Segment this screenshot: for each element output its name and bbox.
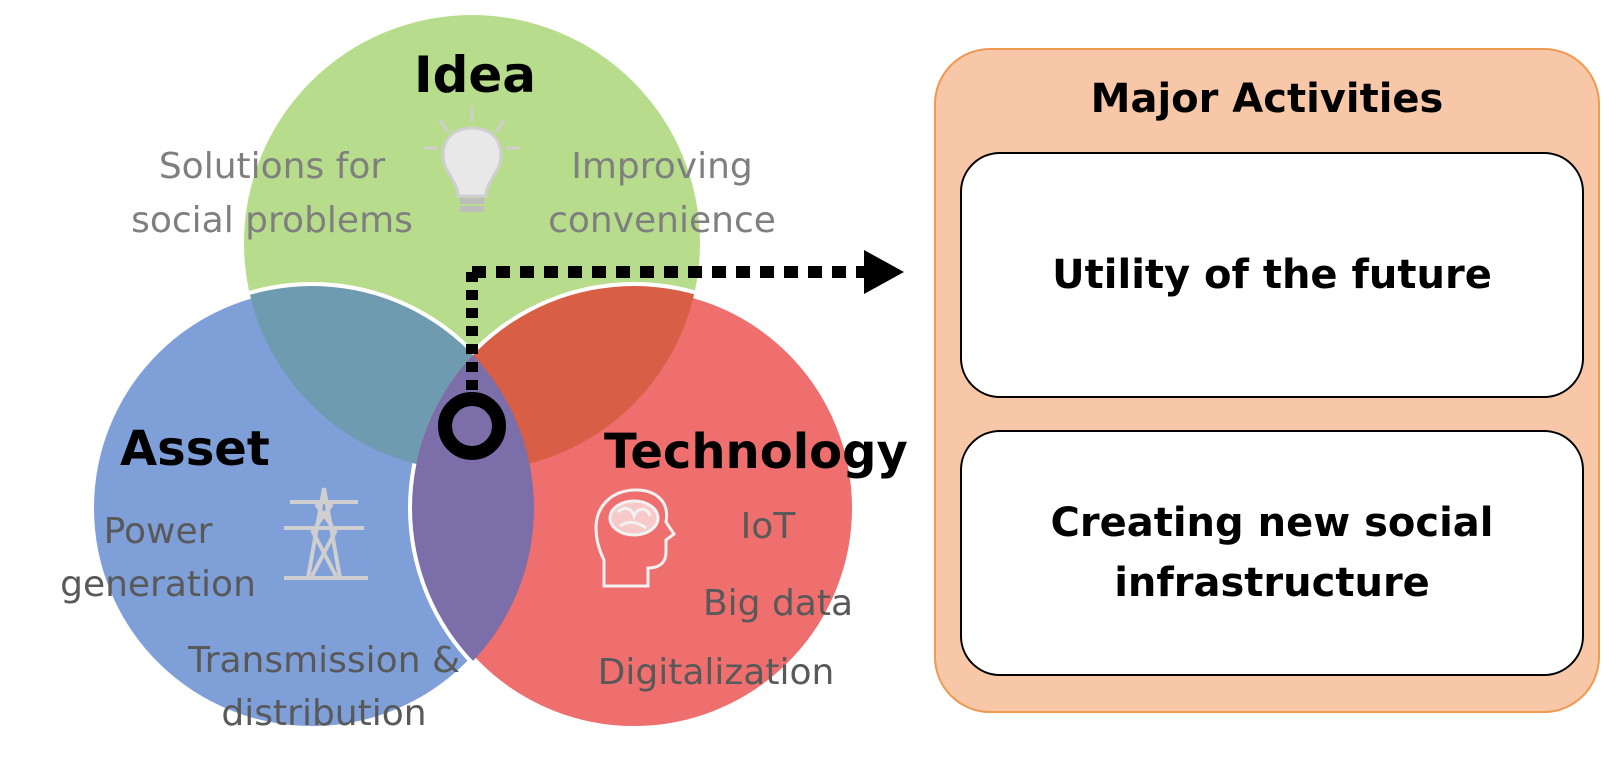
asset-bottom-line-2: distribution (221, 693, 426, 734)
asset-line-2: generation (60, 564, 256, 605)
idea-right-line-1: Improving (571, 146, 753, 187)
overlap-idea-asset (244, 286, 534, 471)
technology-item-2: Big data (703, 583, 853, 624)
asset-title: Asset (120, 421, 270, 477)
major-activities-title: Major Activities (1090, 76, 1444, 122)
activity-label: Utility of the future (1052, 252, 1492, 298)
technology-title: Technology (604, 424, 908, 480)
activity-label: Creating new social infrastructure (1050, 500, 1494, 606)
major-activities-panel: Major Activities Utility of the future C… (934, 48, 1600, 713)
transmission-tower-icon (284, 487, 368, 580)
idea-left-line-1: Solutions for (159, 146, 386, 187)
activity-box-utility-of-the-future: Utility of the future (960, 152, 1584, 398)
asset-line-1: Power (104, 511, 213, 552)
connector-arrow (438, 250, 904, 460)
idea-left-line-2: social problems (131, 200, 413, 241)
idea-title: Idea (414, 46, 536, 104)
technology-item-3: Digitalization (598, 652, 835, 693)
origin-circle-icon (438, 392, 506, 460)
venn-diagram: Idea Asset Technology Solutions for soci… (60, 15, 908, 734)
lightbulb-icon (424, 106, 520, 212)
activity-box-creating-new-social-infrastructure: Creating new social infrastructure (960, 430, 1584, 676)
arrowhead-icon (864, 250, 904, 294)
asset-bottom-line-1: Transmission & (187, 640, 460, 681)
idea-right-line-2: convenience (548, 200, 776, 241)
brain-head-icon (594, 488, 677, 588)
overlap-idea-technology (412, 286, 700, 471)
technology-item-1: IoT (741, 506, 797, 547)
